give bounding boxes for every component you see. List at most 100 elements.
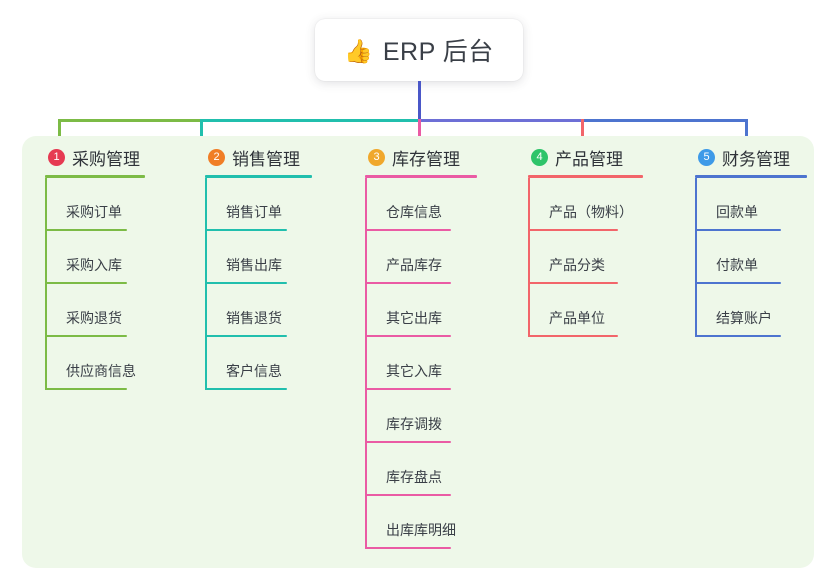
leaf-item-label: 库存调拨 xyxy=(386,416,442,432)
drop-col-2 xyxy=(200,119,203,146)
root-node-title: ERP 后台 xyxy=(382,38,494,66)
branch-items-1: 采购订单采购入库采购退货供应商信息 xyxy=(45,178,145,390)
leaf-item-rule xyxy=(45,229,127,231)
leaf-item-rule xyxy=(365,547,451,549)
leaf-item[interactable]: 结算账户 xyxy=(695,284,807,337)
leaf-item[interactable]: 付款单 xyxy=(695,231,807,284)
leaf-item[interactable]: 销售退货 xyxy=(205,284,312,337)
branch-spine-3 xyxy=(365,178,367,549)
bus-seg-1-2 xyxy=(58,119,200,122)
bus-seg-4-5 xyxy=(581,119,746,122)
drop-col-4 xyxy=(581,119,584,146)
branch-header-rule-1 xyxy=(45,175,145,178)
branch-items-5: 回款单付款单结算账户 xyxy=(695,178,807,337)
leaf-item-label: 其它入库 xyxy=(386,363,442,379)
branch-spine-4 xyxy=(528,178,530,337)
leaf-item[interactable]: 产品分类 xyxy=(528,231,643,284)
thumbs-up-icon: 👍 xyxy=(344,37,373,64)
leaf-item-label: 产品库存 xyxy=(386,257,442,273)
branch-badge-1: 1 xyxy=(48,148,65,166)
leaf-item-label: 付款单 xyxy=(716,257,758,273)
leaf-item[interactable]: 客户信息 xyxy=(205,337,312,390)
leaf-item[interactable]: 采购订单 xyxy=(45,178,145,231)
leaf-item-rule xyxy=(205,282,287,284)
leaf-item-label: 产品（物料） xyxy=(549,204,633,220)
branch-column-5: 5 财务管理回款单付款单结算账户 xyxy=(695,145,807,337)
leaf-item-rule xyxy=(365,441,451,443)
branch-spine-2 xyxy=(205,178,207,390)
branch-title-1: 采购管理 xyxy=(72,149,140,169)
leaf-item-rule xyxy=(205,335,287,337)
leaf-item-rule xyxy=(45,335,127,337)
leaf-item-label: 产品单位 xyxy=(549,310,605,326)
leaf-item-rule xyxy=(528,335,618,337)
branch-badge-4: 4 xyxy=(531,148,548,166)
branch-items-2: 销售订单销售出库销售退货客户信息 xyxy=(205,178,312,390)
leaf-item[interactable]: 销售订单 xyxy=(205,178,312,231)
trunk-connector xyxy=(418,81,421,119)
leaf-item-label: 销售退货 xyxy=(226,310,282,326)
leaf-item-label: 库存盘点 xyxy=(386,469,442,485)
branch-column-3: 3 库存管理仓库信息产品库存其它出库其它入库库存调拨库存盘点出库库明细 xyxy=(365,145,477,549)
leaf-item-rule xyxy=(365,494,451,496)
branch-header-rule-3 xyxy=(365,175,477,178)
leaf-item[interactable]: 产品（物料） xyxy=(528,178,643,231)
leaf-item-rule xyxy=(365,388,451,390)
bus-seg-2-3 xyxy=(200,119,418,122)
bus-seg-3-4 xyxy=(418,119,581,122)
leaf-item-label: 采购订单 xyxy=(66,204,122,220)
branch-title-5: 财务管理 xyxy=(722,149,790,169)
leaf-item[interactable]: 销售出库 xyxy=(205,231,312,284)
leaf-item-rule xyxy=(205,229,287,231)
leaf-item-label: 供应商信息 xyxy=(66,363,136,379)
branch-items-3: 仓库信息产品库存其它出库其它入库库存调拨库存盘点出库库明细 xyxy=(365,178,477,549)
leaf-item-rule xyxy=(365,282,451,284)
drop-col-3 xyxy=(418,119,421,146)
leaf-item-label: 出库库明细 xyxy=(386,522,456,538)
leaf-item-rule xyxy=(205,388,287,390)
drop-col-5 xyxy=(745,119,748,146)
branch-badge-3: 3 xyxy=(368,148,385,166)
leaf-item[interactable]: 其它出库 xyxy=(365,284,477,337)
leaf-item[interactable]: 库存盘点 xyxy=(365,443,477,496)
branch-header-3[interactable]: 3 库存管理 xyxy=(365,145,477,169)
branch-spine-5 xyxy=(695,178,697,337)
branch-header-4[interactable]: 4 产品管理 xyxy=(528,145,643,169)
leaf-item-label: 销售出库 xyxy=(226,257,282,273)
leaf-item-label: 结算账户 xyxy=(716,310,772,326)
leaf-item-label: 其它出库 xyxy=(386,310,442,326)
branch-title-3: 库存管理 xyxy=(392,149,460,169)
leaf-item-label: 采购退货 xyxy=(66,310,122,326)
leaf-item-label: 产品分类 xyxy=(549,257,605,273)
leaf-item[interactable]: 库存调拨 xyxy=(365,390,477,443)
leaf-item[interactable]: 采购入库 xyxy=(45,231,145,284)
branch-spine-1 xyxy=(45,178,47,390)
leaf-item[interactable]: 出库库明细 xyxy=(365,496,477,549)
branch-column-1: 1 采购管理采购订单采购入库采购退货供应商信息 xyxy=(45,145,145,390)
leaf-item[interactable]: 供应商信息 xyxy=(45,337,145,390)
root-node-card[interactable]: 👍 ERP 后台 xyxy=(315,19,523,81)
branch-header-1[interactable]: 1 采购管理 xyxy=(45,145,145,169)
leaf-item[interactable]: 仓库信息 xyxy=(365,178,477,231)
leaf-item[interactable]: 回款单 xyxy=(695,178,807,231)
branch-badge-2: 2 xyxy=(208,148,225,166)
leaf-item-rule xyxy=(695,335,781,337)
leaf-item[interactable]: 采购退货 xyxy=(45,284,145,337)
branch-header-rule-4 xyxy=(528,175,643,178)
drop-col-1 xyxy=(58,119,61,146)
branch-title-4: 产品管理 xyxy=(555,149,623,169)
leaf-item-label: 回款单 xyxy=(716,204,758,220)
leaf-item-rule xyxy=(45,388,127,390)
leaf-item-rule xyxy=(365,335,451,337)
leaf-item-label: 销售订单 xyxy=(226,204,282,220)
leaf-item[interactable]: 产品库存 xyxy=(365,231,477,284)
leaf-item[interactable]: 产品单位 xyxy=(528,284,643,337)
leaf-item-label: 仓库信息 xyxy=(386,204,442,220)
leaf-item-rule xyxy=(365,229,451,231)
branch-header-5[interactable]: 5 财务管理 xyxy=(695,145,807,169)
leaf-item[interactable]: 其它入库 xyxy=(365,337,477,390)
branch-badge-5: 5 xyxy=(698,148,715,166)
leaf-item-label: 采购入库 xyxy=(66,257,122,273)
